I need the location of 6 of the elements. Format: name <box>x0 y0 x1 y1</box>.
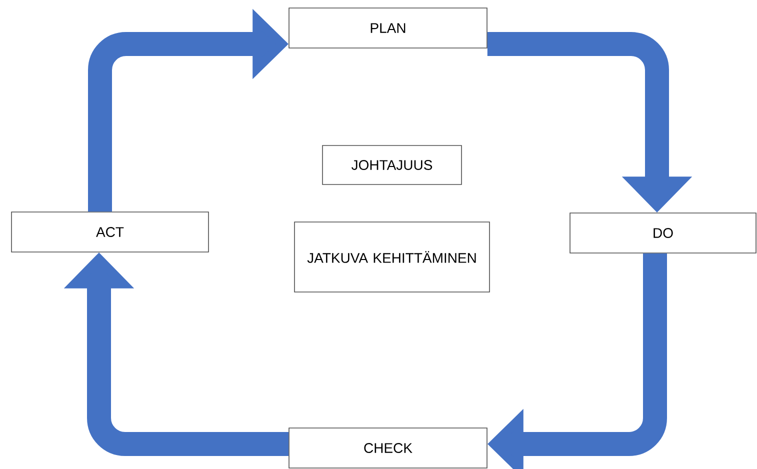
process-box: PLAN <box>288 8 488 48</box>
process-box: CHECK <box>288 428 488 468</box>
process-box: JOHTAJUUS <box>322 145 462 185</box>
process-box: DO <box>570 212 756 254</box>
process-box: ACT <box>11 212 209 252</box>
process-box: JATKUVA KEHITTÄMINEN <box>294 222 490 292</box>
